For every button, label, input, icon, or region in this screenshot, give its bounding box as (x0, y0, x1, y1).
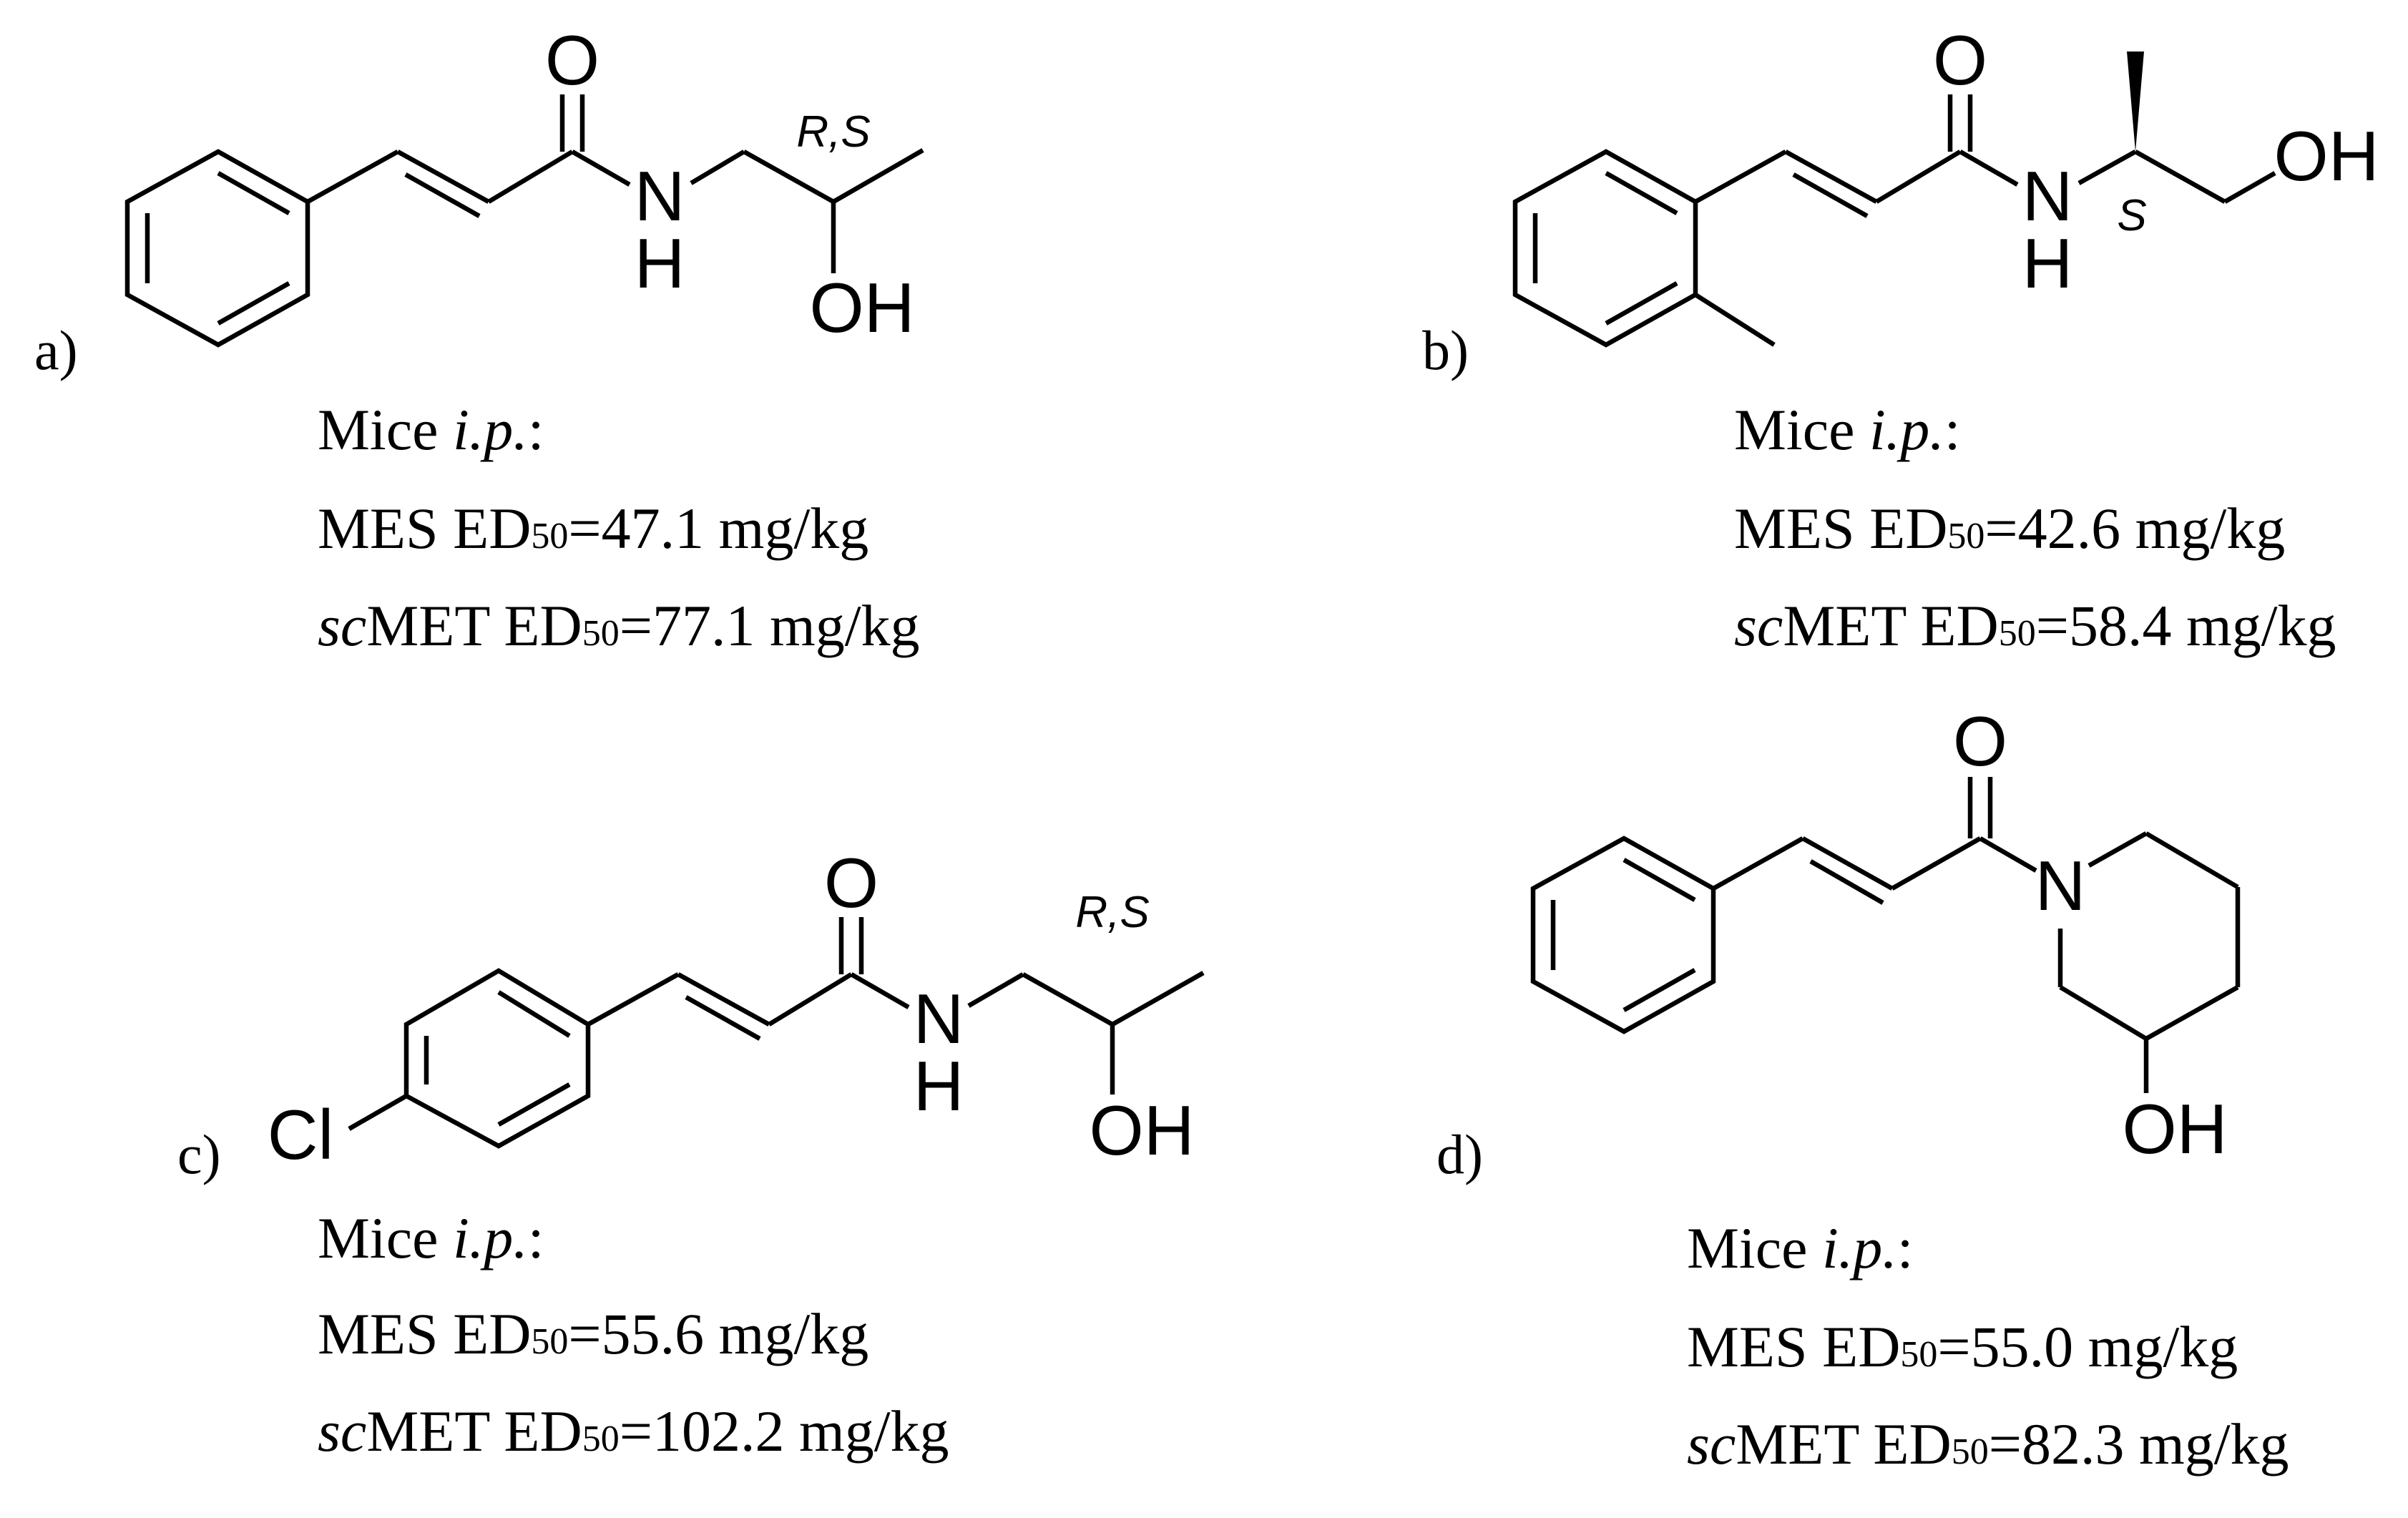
amide-bond-a (571, 150, 631, 187)
structure-b: O N H OH S (1512, 21, 2379, 348)
svg-text:Mice i.p.:: Mice i.p.: (1734, 397, 1961, 462)
svg-text:Mice i.p.:: Mice i.p.: (1687, 1215, 1914, 1280)
caption-a: Mice i.p.: MES ED50=47.1 mg/kg scMET ED5… (318, 397, 920, 658)
chain-bond-c4 (1022, 972, 1114, 1027)
panel-d: O N OH d) Mice i.p.: MES ED50=55.0 mg/kg… (1437, 702, 2289, 1477)
atom-h-a: H (635, 224, 685, 303)
svg-text:scMET ED50=58.4 mg/kg: scMET ED50=58.4 mg/kg (1734, 593, 2336, 658)
alkene-double-b (1792, 172, 1869, 218)
atom-h-c: H (914, 1047, 964, 1125)
caption-d: Mice i.p.: MES ED50=55.0 mg/kg scMET ED5… (1687, 1215, 2289, 1477)
panel-b: O N H OH S b) Mice i.p.: MES ED50=42.6 m… (1422, 21, 2379, 658)
benzene-ring-b (1512, 149, 1698, 348)
chain-bond-d1 (1712, 836, 1804, 891)
caption-b: Mice i.p.: MES ED50=42.6 mg/kg scMET ED5… (1734, 397, 2336, 658)
aromatic-double-bonds-a (145, 171, 290, 325)
chain-bond-c1 (587, 972, 680, 1027)
cl-bond-c (348, 1094, 408, 1131)
chain-bond-a4 (743, 150, 835, 204)
chain-bond-c2 (677, 972, 770, 1027)
chain-bond-d3 (1891, 836, 1982, 891)
chain-bond-b2 (1784, 150, 1878, 204)
chain-bond-b1 (1694, 150, 1787, 204)
nc-bond-c (967, 972, 1024, 1008)
methyl-bond-a (832, 148, 924, 204)
svg-text:Mice i.p.:: Mice i.p.: (318, 1205, 544, 1270)
atom-oh-b: OH (2274, 117, 2379, 195)
structure-c: O N H OH Cl R,S (268, 843, 1205, 1174)
nc-bond-a (690, 150, 745, 185)
chain-bond-d2 (1801, 836, 1894, 891)
structure-a: O N H OH R,S (124, 21, 924, 348)
chain-bond-a1 (306, 150, 399, 204)
atom-cl-c: Cl (268, 1095, 334, 1174)
aromatic-double-bonds-b (1532, 171, 1678, 325)
atom-o-a: O (545, 21, 599, 99)
panel-label-d: d) (1437, 1123, 1483, 1185)
methyl-bond-c (1111, 971, 1205, 1027)
stereo-label-b: S (2117, 191, 2146, 240)
caption-c: Mice i.p.: MES ED50=55.6 mg/kg scMET ED5… (318, 1205, 949, 1464)
alkene-double-c (685, 995, 761, 1041)
panel-label-b: b) (1422, 319, 1469, 381)
atom-n-b: N (2022, 157, 2073, 235)
benzene-ring-a (124, 149, 310, 348)
atom-o-b: O (1933, 21, 1987, 99)
atom-oh-c: OH (1090, 1091, 1195, 1170)
amide-bond-c (850, 972, 910, 1009)
atom-h-b: H (2022, 224, 2073, 303)
svg-text:scMET ED50=102.2 mg/kg: scMET ED50=102.2 mg/kg (318, 1399, 949, 1464)
svg-text:MES ED50=42.6 mg/kg: MES ED50=42.6 mg/kg (1734, 496, 2285, 561)
panel-label-c: c) (177, 1123, 221, 1185)
chain-bond-b3 (1875, 150, 1962, 204)
nc-bond-b (2077, 150, 2137, 185)
benzene-ring-d (1530, 836, 1716, 1034)
alkene-double-d (1809, 859, 1884, 905)
panel-c: O N H OH Cl R,S c) Mice i.p.: MES ED50=5… (177, 843, 1205, 1464)
panel-a: O N H OH R,S a) Mice i.p.: MES ED50=47.1… (34, 21, 924, 658)
aromatic-double-bonds-c (424, 990, 571, 1127)
amide-bond-d (1979, 836, 2037, 873)
ch2oh-bond-b (2223, 171, 2276, 204)
atom-o-c: O (824, 843, 878, 922)
atom-n-d: N (2035, 846, 2086, 925)
atom-o-d: O (1953, 702, 2007, 780)
amide-bond-b (1959, 150, 2019, 187)
atom-oh-d: OH (2123, 1089, 2228, 1168)
wedge-bond-b (2127, 52, 2144, 152)
svg-text:MES ED50=55.6 mg/kg: MES ED50=55.6 mg/kg (318, 1301, 868, 1366)
stereo-label-c: R,S (1075, 888, 1149, 937)
aromatic-double-bonds-d (1550, 858, 1696, 1012)
chain-bond-a3 (487, 150, 574, 204)
piperidine-ring-d (2057, 831, 2241, 1041)
svg-text:MES ED50=47.1 mg/kg: MES ED50=47.1 mg/kg (318, 496, 868, 561)
chain-bond-a2 (396, 150, 490, 204)
svg-text:scMET ED50=82.3 mg/kg: scMET ED50=82.3 mg/kg (1687, 1411, 2289, 1477)
chain-bond-b4 (2134, 150, 2226, 204)
stereo-label-a: R,S (796, 107, 870, 157)
svg-text:scMET ED50=77.1 mg/kg: scMET ED50=77.1 mg/kg (318, 593, 920, 658)
structure-d: O N OH (1530, 702, 2241, 1168)
ortho-methyl-b (1694, 293, 1776, 347)
atom-n-c: N (914, 979, 964, 1058)
chain-bond-c3 (768, 972, 853, 1027)
svg-text:MES ED50=55.0 mg/kg: MES ED50=55.0 mg/kg (1687, 1314, 2238, 1379)
svg-text:Mice i.p.:: Mice i.p.: (318, 397, 544, 462)
atom-n-a: N (635, 157, 685, 235)
alkene-double-a (404, 172, 481, 218)
atom-oh-a: OH (810, 268, 915, 347)
benzene-ring-c (403, 968, 591, 1149)
panel-label-a: a) (34, 319, 78, 381)
